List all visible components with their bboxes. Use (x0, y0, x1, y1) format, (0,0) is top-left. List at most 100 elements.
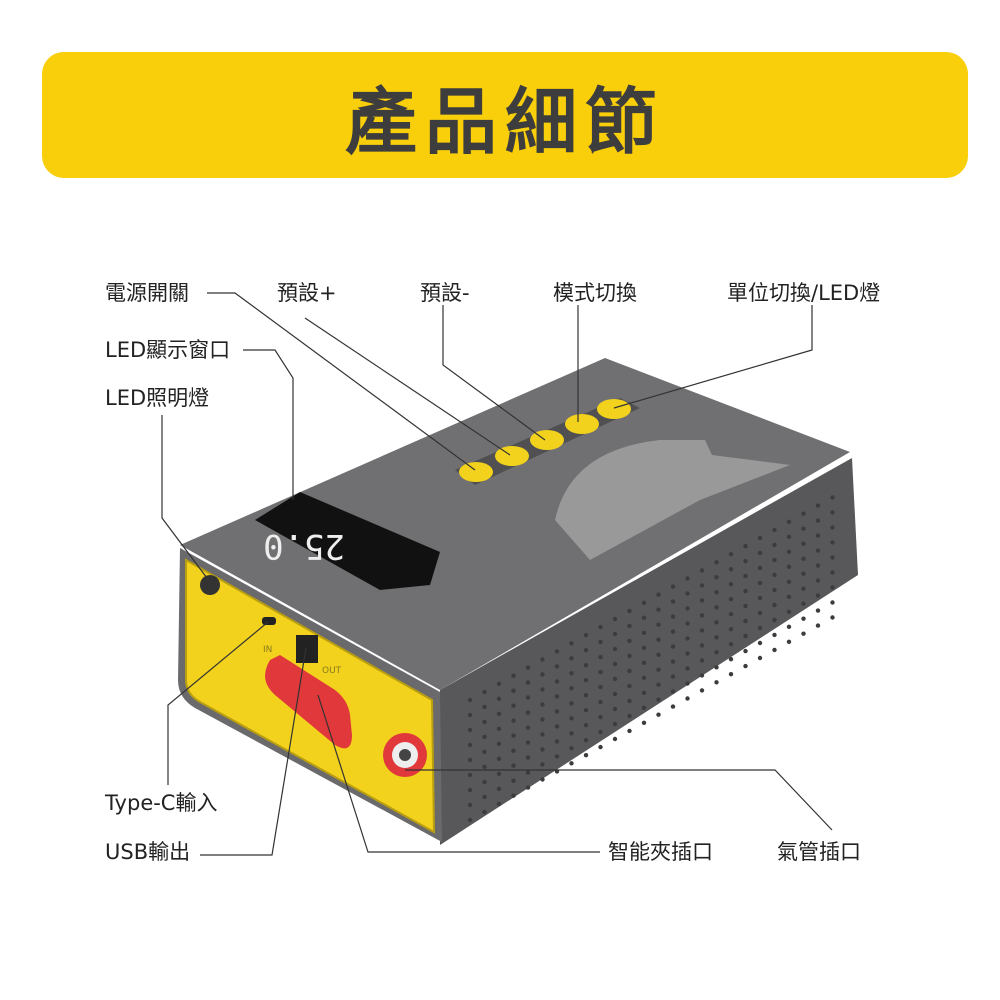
vent-hole (815, 623, 821, 628)
vent-hole (670, 674, 676, 679)
vent-hole (772, 617, 777, 623)
vent-hole (598, 744, 603, 750)
vent-hole (496, 786, 502, 791)
vent-hole (685, 636, 690, 641)
vent-hole (656, 652, 661, 657)
vent-hole (801, 571, 806, 576)
vent-hole (554, 694, 560, 699)
vent-hole (714, 650, 719, 655)
vent-hole (496, 681, 502, 686)
vent-hole (656, 592, 661, 597)
vent-hole (467, 727, 473, 733)
vent-hole (685, 591, 690, 596)
vent-hole (496, 696, 502, 701)
vent-hole (540, 702, 545, 707)
device-side-face (440, 458, 858, 845)
vent-hole (743, 543, 748, 549)
vent-hole (728, 552, 734, 557)
vent-hole (685, 621, 690, 626)
vent-hole (641, 615, 647, 620)
vent-hole (786, 594, 792, 599)
vent-hole (830, 510, 835, 515)
vent-hole (554, 724, 560, 729)
power-button (459, 462, 493, 482)
label-usb-output: USB輸出 (105, 840, 191, 864)
vent-hole (482, 794, 487, 800)
vent-hole (496, 741, 502, 746)
vent-hole (641, 690, 647, 695)
vent-hole (511, 733, 516, 738)
vent-hole (612, 661, 618, 667)
vent-hole (525, 770, 531, 775)
vent-hole (525, 680, 531, 685)
vent-hole (612, 706, 618, 712)
vent-hole (482, 809, 487, 815)
label-power-switch: 電源開關 (105, 281, 189, 305)
vent-hole (815, 518, 821, 523)
vent-hole (627, 608, 632, 614)
vent-hole (685, 666, 690, 671)
vent-hole (685, 651, 690, 656)
vent-hole (728, 672, 734, 677)
vent-hole (482, 689, 487, 695)
vent-hole (554, 679, 560, 684)
vent-hole (583, 648, 589, 653)
vent-hole (583, 633, 589, 638)
vent-hole (554, 664, 560, 669)
vent-hole (540, 717, 545, 722)
vent-hole (656, 622, 661, 627)
vent-hole (598, 624, 603, 630)
label-type-c-input: Type-C輸入 (105, 791, 218, 815)
vent-hole (757, 535, 763, 541)
vent-hole (714, 665, 719, 670)
vent-hole (743, 588, 748, 594)
vent-hole (728, 627, 734, 632)
vent-hole (511, 778, 516, 783)
vent-hole (743, 573, 748, 579)
vent-hole (627, 728, 632, 734)
vent-hole (482, 749, 487, 755)
vent-hole (583, 693, 589, 698)
vent-hole (801, 556, 806, 561)
vent-hole (772, 572, 777, 578)
vent-hole (670, 599, 676, 604)
vent-hole (714, 560, 719, 565)
smart-clip-port (265, 655, 352, 749)
vent-hole (540, 732, 545, 737)
vent-hole (467, 772, 473, 778)
vent-hole (772, 557, 777, 563)
vent-hole (641, 600, 647, 605)
vent-hole (467, 787, 473, 793)
vent-hole (641, 660, 647, 665)
vent-hole (670, 614, 676, 619)
vent-hole (757, 580, 763, 586)
shell-logo (555, 440, 790, 560)
vent-hole (699, 568, 705, 573)
vent-hole (743, 648, 748, 654)
vent-hole (511, 688, 516, 693)
vent-hole (743, 558, 748, 564)
vent-hole (612, 736, 618, 742)
vent-hole (467, 697, 473, 703)
label-preset-plus: 預設+ (277, 281, 337, 305)
vent-hole (569, 746, 574, 751)
vent-hole (554, 649, 560, 654)
vent-hole (496, 756, 502, 761)
vent-hole (656, 682, 661, 687)
vent-hole (830, 495, 835, 500)
vent-hole (699, 673, 705, 678)
vent-hole (525, 725, 531, 730)
vent-hole (743, 618, 748, 624)
vent-hole (641, 675, 647, 680)
vent-hole (496, 801, 502, 806)
vent-hole (670, 659, 676, 664)
led-display-window (255, 492, 440, 590)
vent-hole (525, 740, 531, 745)
vent-hole (482, 704, 487, 710)
vent-hole (772, 542, 777, 548)
vent-hole (815, 608, 821, 613)
vent-hole (627, 698, 632, 704)
vent-hole (728, 567, 734, 572)
vent-hole (525, 695, 531, 700)
vent-hole (801, 601, 806, 606)
